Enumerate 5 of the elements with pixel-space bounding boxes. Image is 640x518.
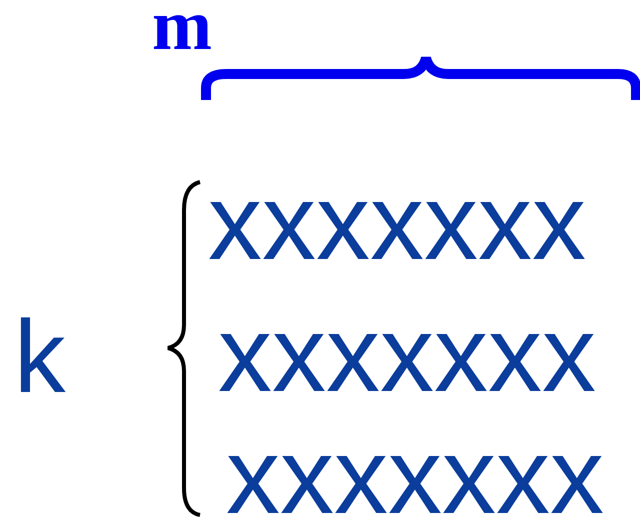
- variable-label: m: [152, 0, 212, 61]
- matrix-row: xxxxxxx: [226, 422, 604, 518]
- variable-label: k: [14, 305, 66, 408]
- matrix-row: xxxxxxx: [208, 168, 586, 276]
- matrix-row: xxxxxxx: [218, 300, 596, 408]
